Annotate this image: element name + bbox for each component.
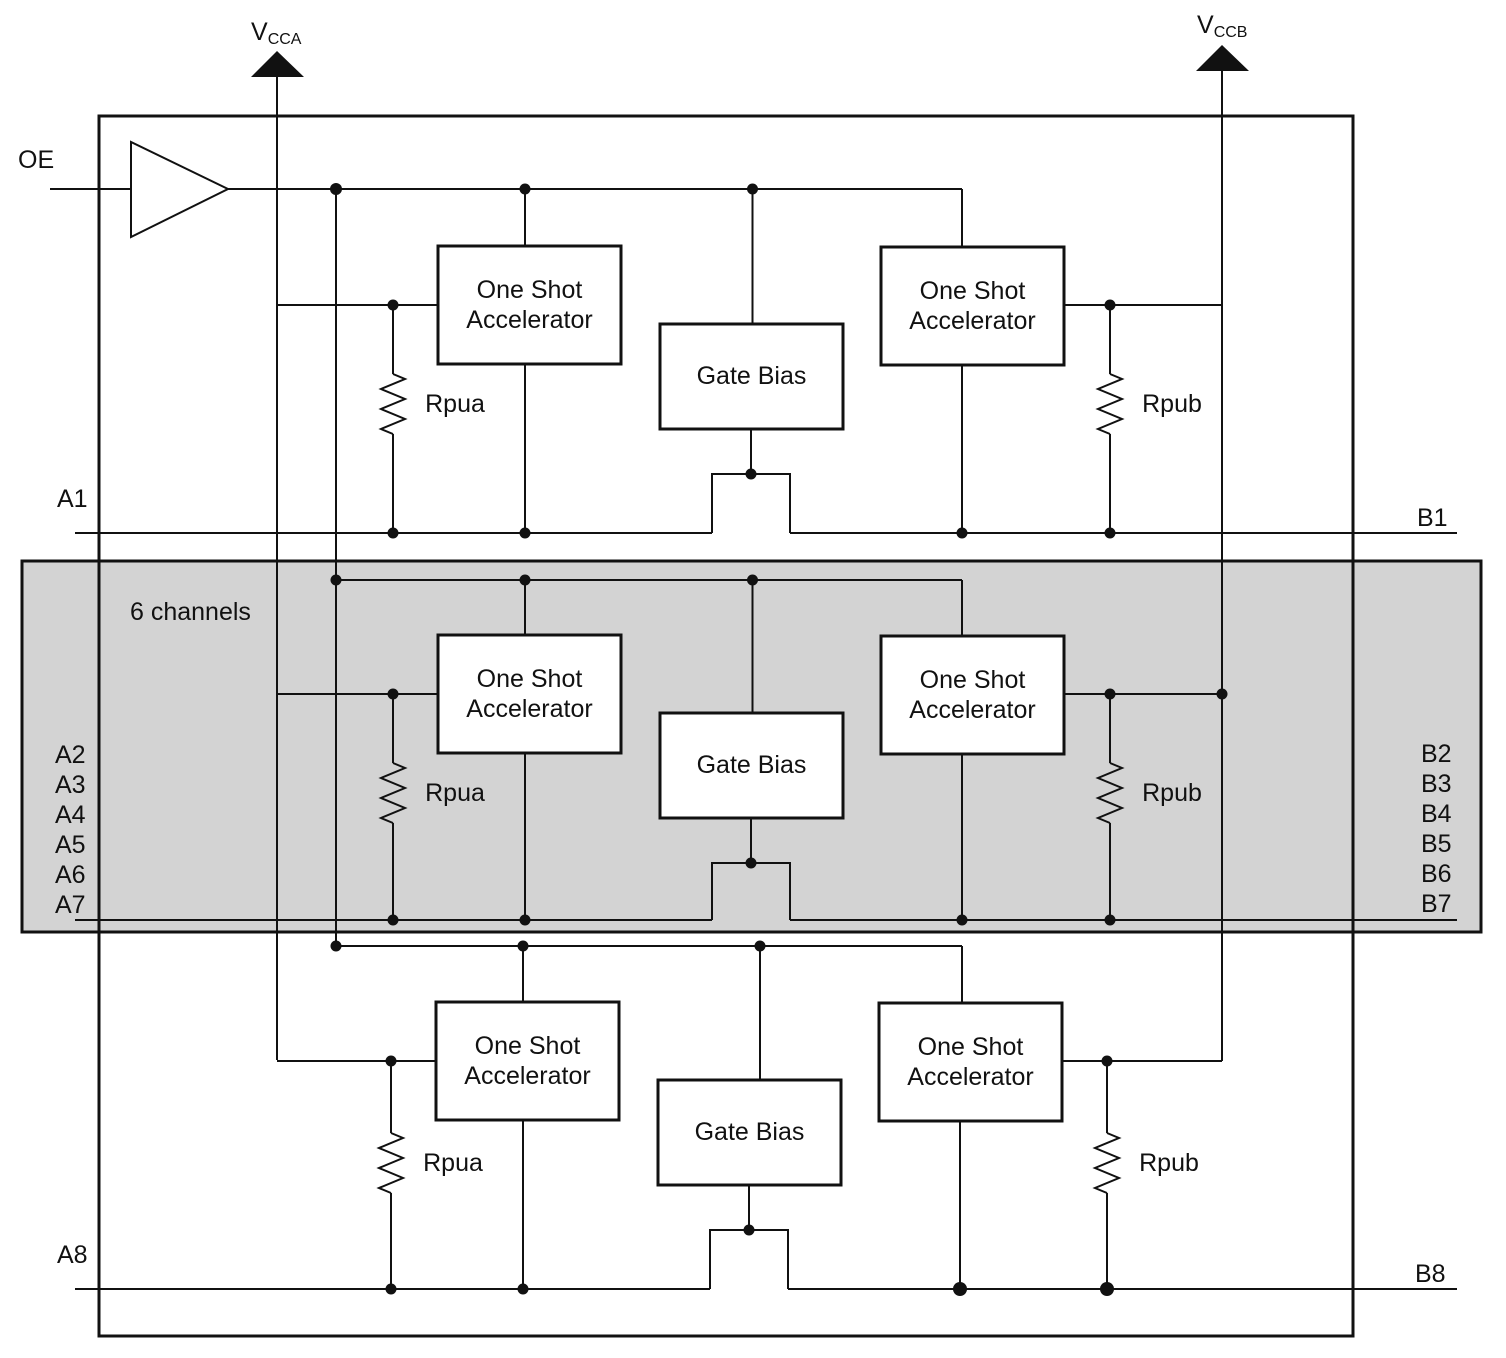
gate-bias-block [658, 322, 845, 431]
accelerator-label: One Shot [477, 276, 583, 304]
port-a7: A7 [55, 891, 86, 919]
port-b1: B1 [1417, 504, 1448, 532]
port-b6: B6 [1421, 860, 1452, 888]
one-shot-accelerator-b [879, 634, 1066, 756]
junction-dot [385, 1283, 397, 1295]
gate-bias-block [658, 711, 845, 820]
accelerator-label: Accelerator [466, 695, 592, 723]
one-shot-accelerator-b [877, 1001, 1064, 1123]
junction-dot [519, 527, 531, 539]
accelerator-label: One Shot [918, 1033, 1024, 1061]
port-b8: B8 [1415, 1260, 1446, 1288]
accelerator-label: One Shot [475, 1032, 581, 1060]
resistor-icon [378, 762, 408, 824]
junction-dot [956, 527, 968, 539]
resistor-icon [1092, 1132, 1122, 1194]
vccb-supply-icon [1196, 45, 1249, 71]
gate-bias-label: Gate Bias [695, 1118, 805, 1146]
resistor-icon [1095, 762, 1125, 824]
rpua-label: Rpua [425, 390, 485, 418]
a-port-labels: A1 A2 A3 A4 A5 A6 A7 A8 [55, 485, 88, 1269]
port-a5: A5 [55, 831, 86, 859]
gate-bias-block [656, 1078, 843, 1187]
accelerator-label: Accelerator [464, 1062, 590, 1090]
port-a3: A3 [55, 771, 86, 799]
junction-dot [747, 574, 758, 586]
junction-dot [754, 940, 766, 952]
junction-dot [519, 914, 531, 926]
pass-fet-icon [711, 473, 791, 533]
junction-dot [743, 1224, 755, 1236]
accelerator-label: One Shot [920, 666, 1026, 694]
accelerator-label: Accelerator [909, 307, 1035, 335]
junction-dot [747, 183, 758, 195]
vcca-supply-icon [251, 51, 304, 77]
rpua-label: Rpua [423, 1149, 483, 1177]
rpub-label: Rpub [1139, 1149, 1199, 1177]
rpub-label: Rpub [1142, 390, 1202, 418]
one-shot-accelerator-b [879, 245, 1066, 367]
gate-bias-label: Gate Bias [697, 751, 807, 779]
junction-dot [519, 183, 531, 195]
port-a6: A6 [55, 861, 86, 889]
port-b5: B5 [1421, 830, 1452, 858]
one-shot-accelerator-a [436, 633, 623, 755]
junction-dot [330, 574, 342, 586]
accelerator-label: One Shot [920, 277, 1026, 305]
one-shot-accelerator-a [436, 244, 623, 366]
junction-dot [387, 914, 399, 926]
resistor-icon [378, 373, 408, 435]
resistor-icon [376, 1132, 406, 1194]
junction-dot [1216, 688, 1228, 700]
b-port-labels: B1 B2 B3 B4 B5 B6 B7 B8 [1415, 504, 1452, 1288]
junction-dot [517, 1283, 529, 1295]
junction-dot [1104, 914, 1116, 926]
junction-dot [517, 940, 529, 952]
rpub-label: Rpub [1142, 779, 1202, 807]
vccb-label: VCCB [1197, 11, 1247, 41]
junction-dot [1104, 527, 1116, 539]
gate-bias-label: Gate Bias [697, 362, 807, 390]
pass-fet-icon [709, 1229, 789, 1289]
vcca-rail: VCCA [251, 18, 304, 1060]
junction-dot [956, 914, 968, 926]
accelerator-label: One Shot [477, 665, 583, 693]
resistor-icon [1095, 373, 1125, 435]
rpua-label: Rpua [425, 779, 485, 807]
one-shot-accelerator-a [434, 1000, 621, 1122]
junction-dot [953, 1282, 967, 1296]
buffer-triangle-icon [130, 140, 231, 239]
junction-dot [745, 468, 757, 480]
junction-dot [745, 857, 757, 869]
accelerator-label: Accelerator [909, 696, 1035, 724]
junction-dot [1100, 1282, 1114, 1296]
accelerator-label: Accelerator [466, 306, 592, 334]
vcca-label: VCCA [251, 18, 302, 48]
port-b3: B3 [1421, 770, 1452, 798]
device-outline [97, 114, 1355, 1338]
port-b4: B4 [1421, 800, 1452, 828]
junction-dot [387, 527, 399, 539]
port-a1: A1 [57, 485, 88, 513]
port-a8: A8 [57, 1241, 88, 1269]
oe-buffer: OE [18, 140, 963, 945]
port-a2: A2 [55, 741, 86, 769]
port-b2: B2 [1421, 740, 1452, 768]
junction-dot [519, 574, 531, 586]
channel-count-label: 6 channels [130, 598, 251, 626]
port-b7: B7 [1421, 890, 1452, 918]
junction-dot [330, 940, 342, 952]
oe-label: OE [18, 146, 54, 174]
accelerator-label: Accelerator [907, 1063, 1033, 1091]
port-a4: A4 [55, 801, 86, 829]
vccb-rail: VCCB [1196, 11, 1249, 1061]
